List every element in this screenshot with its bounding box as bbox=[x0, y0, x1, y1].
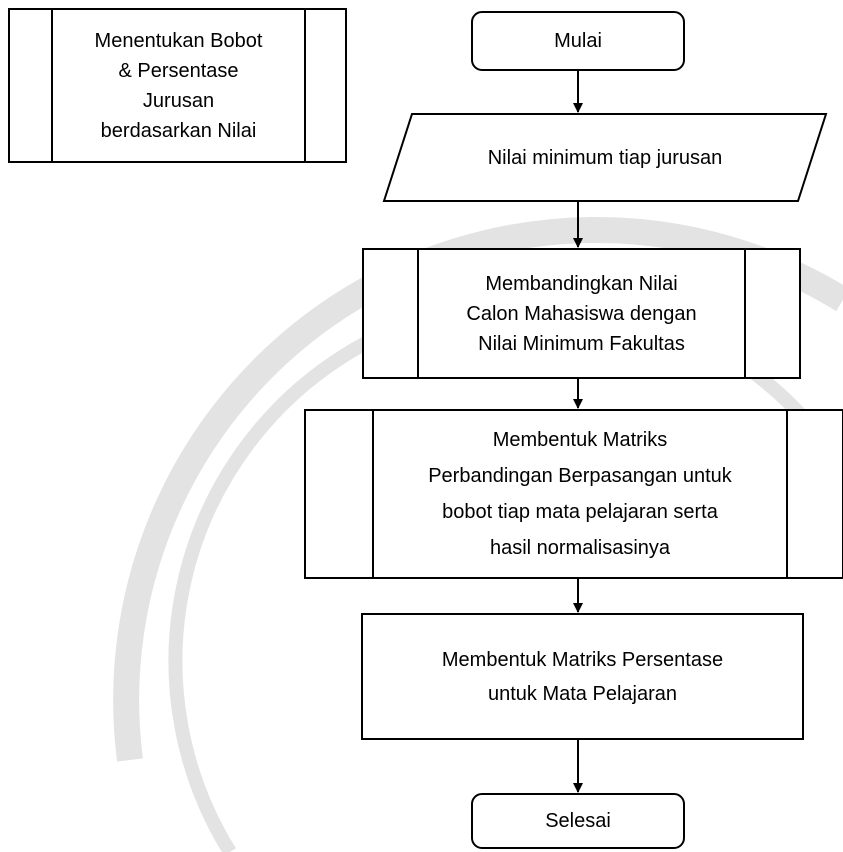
percent-process-shape bbox=[361, 613, 804, 740]
legend-block-label: Menentukan Bobot & Persentase Jurusan be… bbox=[94, 29, 263, 142]
input-minimum-node-label: Nilai minimum tiap jurusan bbox=[487, 146, 723, 169]
pairwise-node: Membentuk Matriks Perbandingan Berpasang… bbox=[373, 410, 787, 578]
input-minimum-node: Nilai minimum tiap jurusan bbox=[412, 114, 798, 201]
pairwise-node-label: Membentuk Matriks Perbandingan Berpasang… bbox=[428, 429, 732, 559]
input-output-shape bbox=[382, 113, 828, 202]
compare-node: Membandingkan Nilai Calon Mahasiswa deng… bbox=[418, 249, 745, 378]
pairwise-predefined-process-shape bbox=[304, 409, 843, 579]
start-node: Mulai bbox=[472, 12, 684, 70]
end-node-label: Selesai bbox=[545, 810, 611, 832]
percent-node: Membentuk Matriks Persentase untuk Mata … bbox=[362, 614, 803, 739]
compare-node-label: Membandingkan Nilai Calon Mahasiswa deng… bbox=[466, 272, 697, 355]
end-terminator-shape bbox=[471, 793, 685, 849]
start-node-label: Mulai bbox=[554, 30, 602, 52]
end-node: Selesai bbox=[472, 794, 684, 848]
legend-predefined-process-shape bbox=[8, 8, 347, 163]
percent-node-label: Membentuk Matriks Persentase untuk Mata … bbox=[441, 648, 724, 705]
legend-block: Menentukan Bobot & Persentase Jurusan be… bbox=[52, 9, 305, 162]
compare-predefined-process-shape bbox=[362, 248, 801, 379]
